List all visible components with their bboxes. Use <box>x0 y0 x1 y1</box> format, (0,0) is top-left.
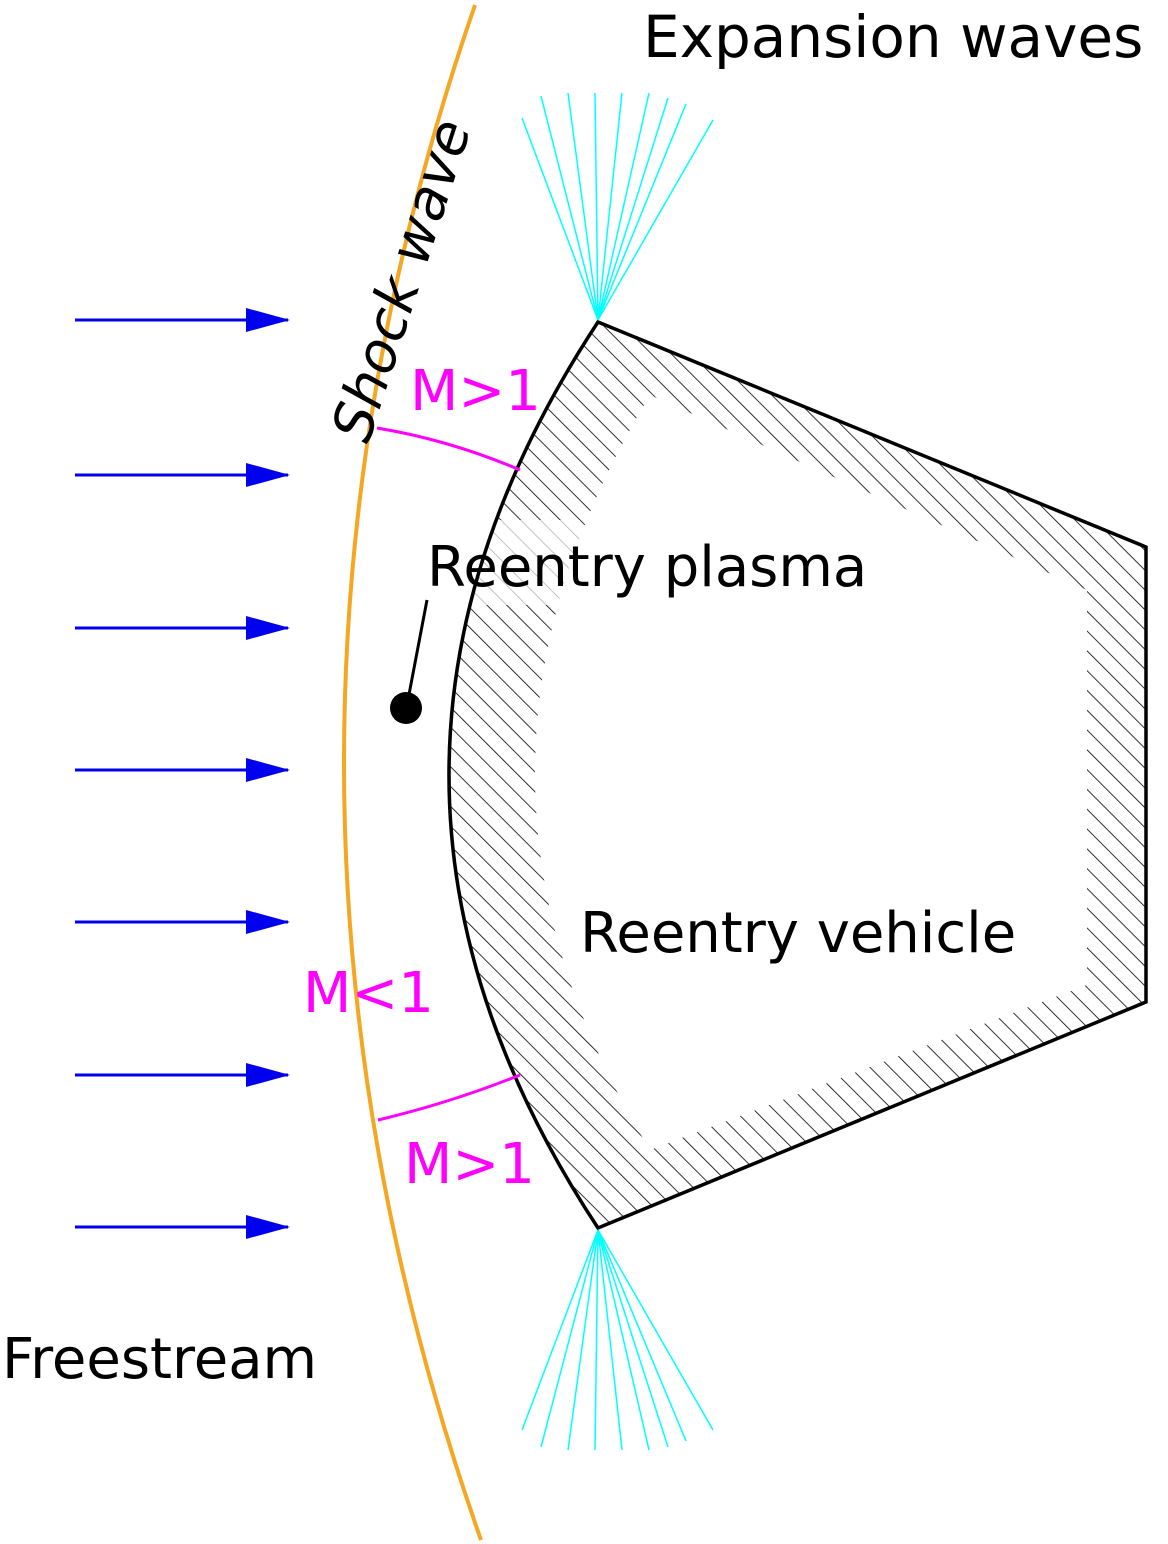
freestream-label: Freestream <box>2 1327 317 1392</box>
expansion-fan-bottom <box>521 1229 714 1451</box>
expansion-ray <box>597 92 623 321</box>
expansion-ray <box>597 119 714 321</box>
expansion-ray <box>567 1229 599 1451</box>
mach-upper-label: M>1 <box>410 359 541 424</box>
expansion-ray <box>597 1229 623 1451</box>
mach-middle-label: M<1 <box>303 961 434 1026</box>
mach-line-upper <box>376 426 521 472</box>
expansion-ray <box>597 1229 687 1442</box>
mach-line-lower <box>377 1073 521 1122</box>
plasma-pointer-dot <box>390 692 422 724</box>
expansion-ray <box>567 92 599 321</box>
plasma-pointer-line <box>405 599 429 706</box>
expansion-ray <box>521 1229 599 1431</box>
expansion-ray <box>597 92 650 321</box>
expansion-fan-top <box>521 92 714 321</box>
plasma-label-backdrop <box>470 520 580 605</box>
reentry-plasma-label: Reentry plasma <box>427 535 867 600</box>
shock-wave-curve <box>342 4 483 1541</box>
reentry-vehicle-label: Reentry vehicle <box>580 901 1016 966</box>
mach-lower-label: M>1 <box>404 1132 535 1197</box>
expansion-ray <box>597 1229 669 1448</box>
expansion-ray <box>521 117 599 321</box>
vehicle-interior <box>535 395 1087 1150</box>
expansion-ray <box>597 1229 650 1451</box>
expansion-ray <box>597 103 687 321</box>
expansion-ray <box>540 95 599 321</box>
reentry-vehicle-body <box>447 319 1148 1231</box>
expansion-ray <box>594 1229 599 1451</box>
expansion-ray <box>597 1229 714 1431</box>
expansion-waves-label: Expansion waves <box>643 3 1143 71</box>
expansion-ray <box>594 92 599 321</box>
expansion-ray <box>540 1229 599 1448</box>
freestream-arrows <box>75 308 290 1239</box>
expansion-ray <box>597 97 669 321</box>
